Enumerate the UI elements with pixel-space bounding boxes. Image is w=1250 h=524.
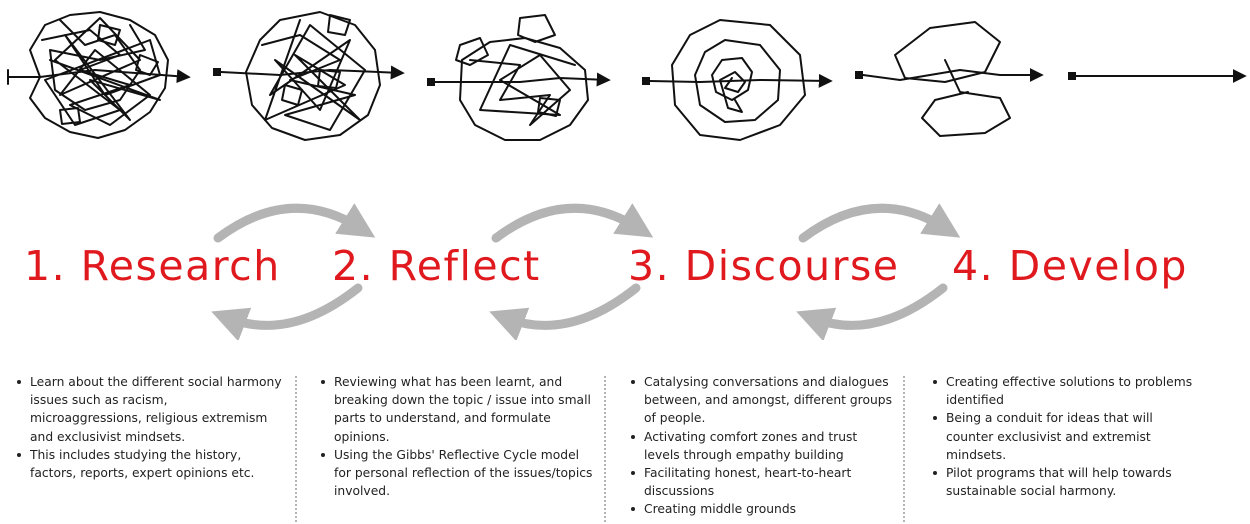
tangle-1-icon xyxy=(7,11,191,139)
column-divider xyxy=(295,376,297,522)
stage-title-develop: 4. Develop xyxy=(952,242,1188,290)
column-divider xyxy=(903,376,905,522)
stage-title-reflect: 2. Reflect xyxy=(332,242,541,290)
bullet-item: Learn about the different social harmony… xyxy=(14,373,282,446)
straight-line-6-icon xyxy=(1068,69,1247,83)
bullet-item: Pilot programs that will help towards su… xyxy=(930,464,1198,500)
bullet-item: Facilitating honest, heart-to-heart disc… xyxy=(628,464,896,500)
cycle-arrow-back-discourse-develop xyxy=(796,283,948,340)
bullet-item: Reviewing what has been learnt, and brea… xyxy=(318,373,594,446)
bullet-item: Using the Gibbs' Reflective Cycle model … xyxy=(318,446,594,501)
scribble-progression-graphic xyxy=(7,11,1247,141)
cycle-arrows xyxy=(211,203,961,340)
cycle-arrow-forward-research-reflect xyxy=(213,203,376,243)
cycle-arrow-forward-discourse-develop xyxy=(798,203,961,243)
tangle-2-icon xyxy=(213,11,405,141)
spiral-4-icon xyxy=(642,19,833,141)
cycle-arrow-forward-reflect-discourse xyxy=(491,203,654,243)
stage-title-discourse: 3. Discourse xyxy=(628,242,900,290)
discourse-bullet-list: Catalysing conversations and dialogues b… xyxy=(628,373,896,519)
bullet-item: Creating effective solutions to problems… xyxy=(930,373,1198,409)
bullet-item: Catalysing conversations and dialogues b… xyxy=(628,373,896,428)
bullet-item: Activating comfort zones and trust level… xyxy=(628,428,896,464)
bullet-item: This includes studying the history, fact… xyxy=(14,446,282,482)
bullet-item: Creating middle grounds xyxy=(628,500,896,518)
loops-5-icon xyxy=(855,21,1044,137)
column-divider xyxy=(604,376,606,522)
tangle-3-icon xyxy=(427,14,611,141)
research-bullet-list: Learn about the different social harmony… xyxy=(14,373,282,482)
reflect-bullet-list: Reviewing what has been learnt, and brea… xyxy=(318,373,594,500)
cycle-arrow-back-reflect-discourse xyxy=(489,283,641,340)
cycle-arrow-back-research-reflect xyxy=(211,283,363,340)
stage-title-research: 1. Research xyxy=(24,242,281,290)
develop-bullet-list: Creating effective solutions to problems… xyxy=(930,373,1198,500)
bullet-item: Being a conduit for ideas that will coun… xyxy=(930,409,1198,464)
